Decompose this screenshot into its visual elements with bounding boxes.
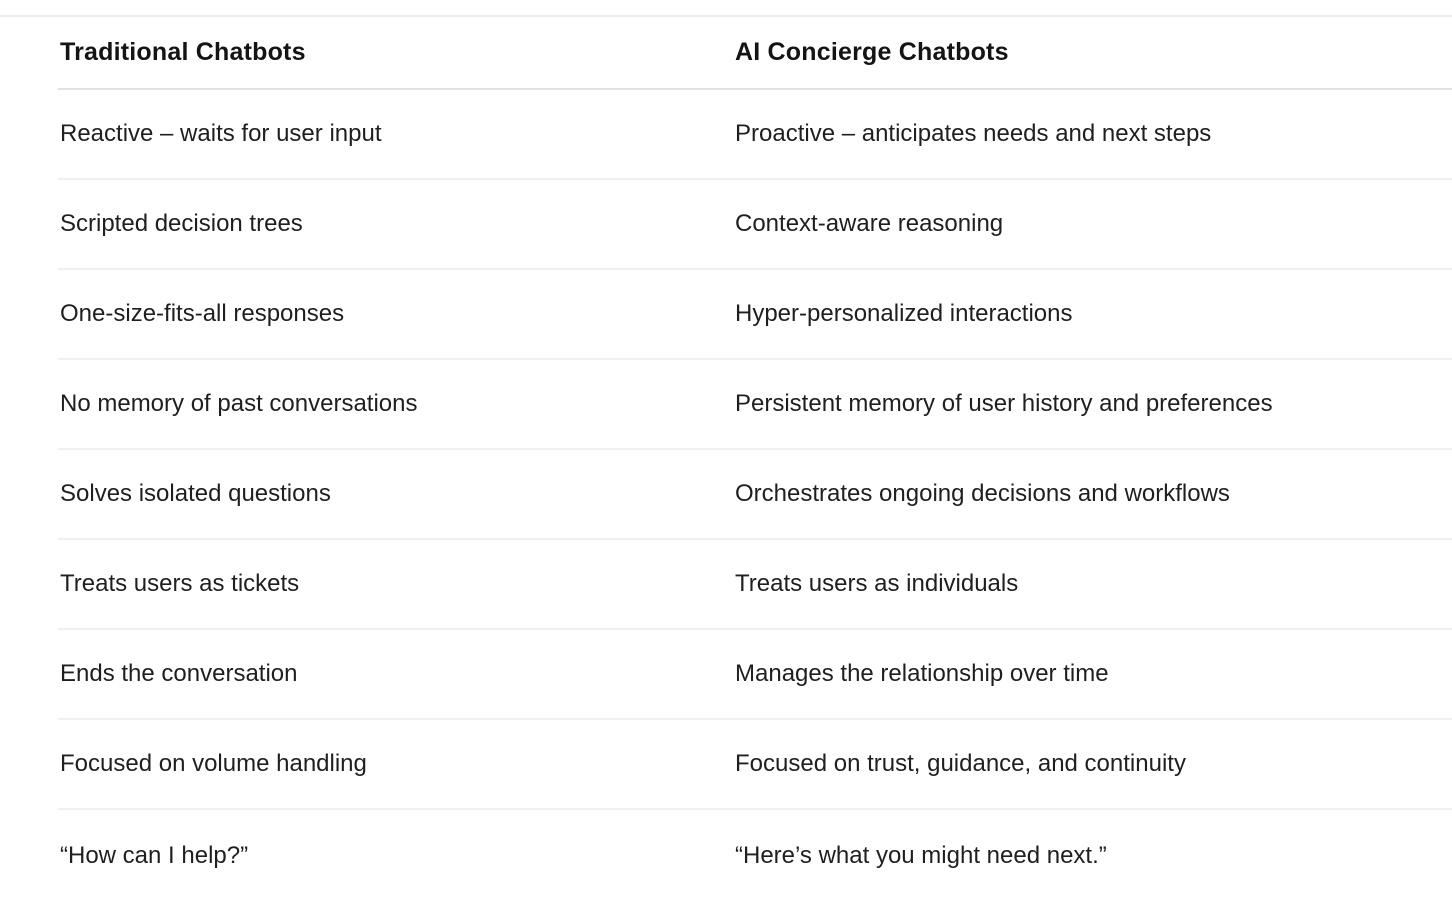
table-row: Ends the conversation Manages the relati… xyxy=(58,630,1452,720)
concierge-cell: Focused on trust, guidance, and continui… xyxy=(735,750,1186,778)
traditional-cell: Treats users as tickets xyxy=(60,570,300,598)
table-header-row: Traditional Chatbots AI Concierge Chatbo… xyxy=(58,17,1452,90)
chatbot-comparison-table: Traditional Chatbots AI Concierge Chatbo… xyxy=(58,17,1452,900)
concierge-cell: Persistent memory of user history and pr… xyxy=(735,390,1273,418)
top-divider xyxy=(0,0,1452,17)
concierge-cell: Manages the relationship over time xyxy=(735,660,1109,688)
traditional-quote-cell: “How can I help?” xyxy=(60,842,249,870)
traditional-cell: Ends the conversation xyxy=(60,660,298,688)
column-header-traditional: Traditional Chatbots xyxy=(60,38,306,67)
concierge-cell: Hyper-personalized interactions xyxy=(735,300,1073,328)
column-header-concierge: AI Concierge Chatbots xyxy=(735,38,1009,67)
table-row: Treats users as tickets Treats users as … xyxy=(58,540,1452,630)
traditional-cell: Reactive – waits for user input xyxy=(60,120,382,148)
table-row: Focused on volume handling Focused on tr… xyxy=(58,720,1452,810)
table-row: “How can I help?” “Here’s what you might… xyxy=(58,810,1452,900)
concierge-quote-cell: “Here’s what you might need next.” xyxy=(735,842,1107,870)
traditional-cell: Solves isolated questions xyxy=(60,480,331,508)
table-row: One-size-fits-all responses Hyper-person… xyxy=(58,270,1452,360)
traditional-cell: One-size-fits-all responses xyxy=(60,300,345,328)
concierge-cell: Treats users as individuals xyxy=(735,570,1019,598)
traditional-cell: Focused on volume handling xyxy=(60,750,367,778)
concierge-cell: Proactive – anticipates needs and next s… xyxy=(735,120,1212,148)
concierge-cell: Orchestrates ongoing decisions and workf… xyxy=(735,480,1230,508)
concierge-cell: Context-aware reasoning xyxy=(735,210,1004,238)
traditional-cell: Scripted decision trees xyxy=(60,210,303,238)
table-row: Solves isolated questions Orchestrates o… xyxy=(58,450,1452,540)
traditional-cell: No memory of past conversations xyxy=(60,390,418,418)
table-row: Reactive – waits for user input Proactiv… xyxy=(58,90,1452,180)
table-row: Scripted decision trees Context-aware re… xyxy=(58,180,1452,270)
table-row: No memory of past conversations Persiste… xyxy=(58,360,1452,450)
